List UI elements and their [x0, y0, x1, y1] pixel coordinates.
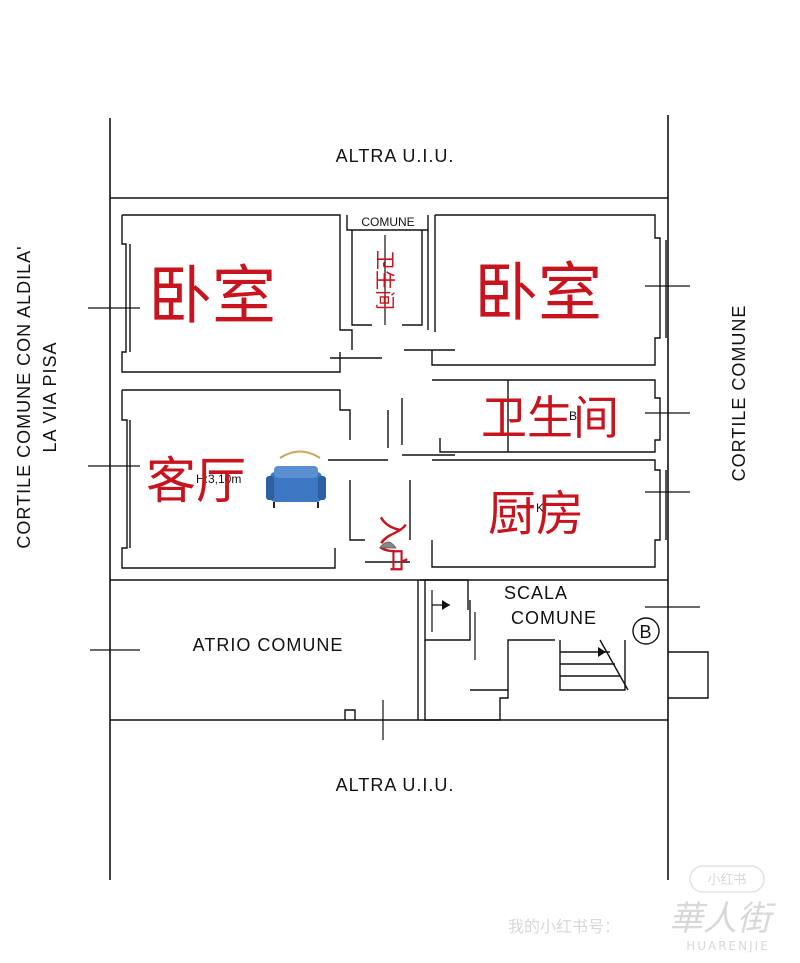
entrance-lamp-icon [379, 541, 397, 549]
watermark-text: 我的小红书号： [508, 917, 620, 936]
height-note: H:3,10m [196, 472, 241, 486]
watermark-brand-cn: 華人街 [669, 899, 776, 939]
dimension-ticks [88, 235, 700, 740]
scala-badge-circle [632, 617, 660, 645]
top-neighbor-label: ALTRA U.I.U. [336, 146, 455, 166]
bottom-neighbor-label: ALTRA U.I.U. [336, 775, 455, 795]
comune-bath-tag: COMUNE [361, 215, 414, 229]
bedroom-left-label: 卧室 [148, 260, 276, 334]
comune-bath-label: 卫生间 [373, 250, 397, 310]
bathroom-code: B [569, 409, 577, 423]
sofa-icon [266, 450, 326, 508]
kitchen-code: K [536, 501, 544, 515]
watermark-small: 小红书 [707, 872, 746, 888]
scala-label-2: COMUNE [511, 608, 597, 628]
boundary-lines [109, 115, 669, 880]
scala-label-1: SCALA [504, 583, 568, 603]
left-courtyard-label-1: CORTILE COMUNE CON ALDILA' [14, 245, 34, 548]
bedroom-right-label: 卧室 [474, 257, 602, 331]
atrio-label: ATRIO COMUNE [193, 635, 344, 655]
watermark-badge [689, 865, 765, 893]
right-courtyard-label: CORTILE COMUNE [729, 305, 749, 482]
kitchen-label: 厨房 [488, 486, 584, 542]
scala-badge: B [639, 622, 652, 642]
left-courtyard-label-2: LA VIA PISA [40, 341, 60, 452]
watermark-brand-en: HUARENJIE [686, 939, 770, 953]
living-label: 客厅 [146, 452, 246, 510]
arrow-icon [442, 600, 606, 657]
watermark: 小红书 我的小红书号： 華人街 HUARENJIE [508, 865, 776, 953]
bathroom-label: 卫生间 [481, 391, 619, 445]
